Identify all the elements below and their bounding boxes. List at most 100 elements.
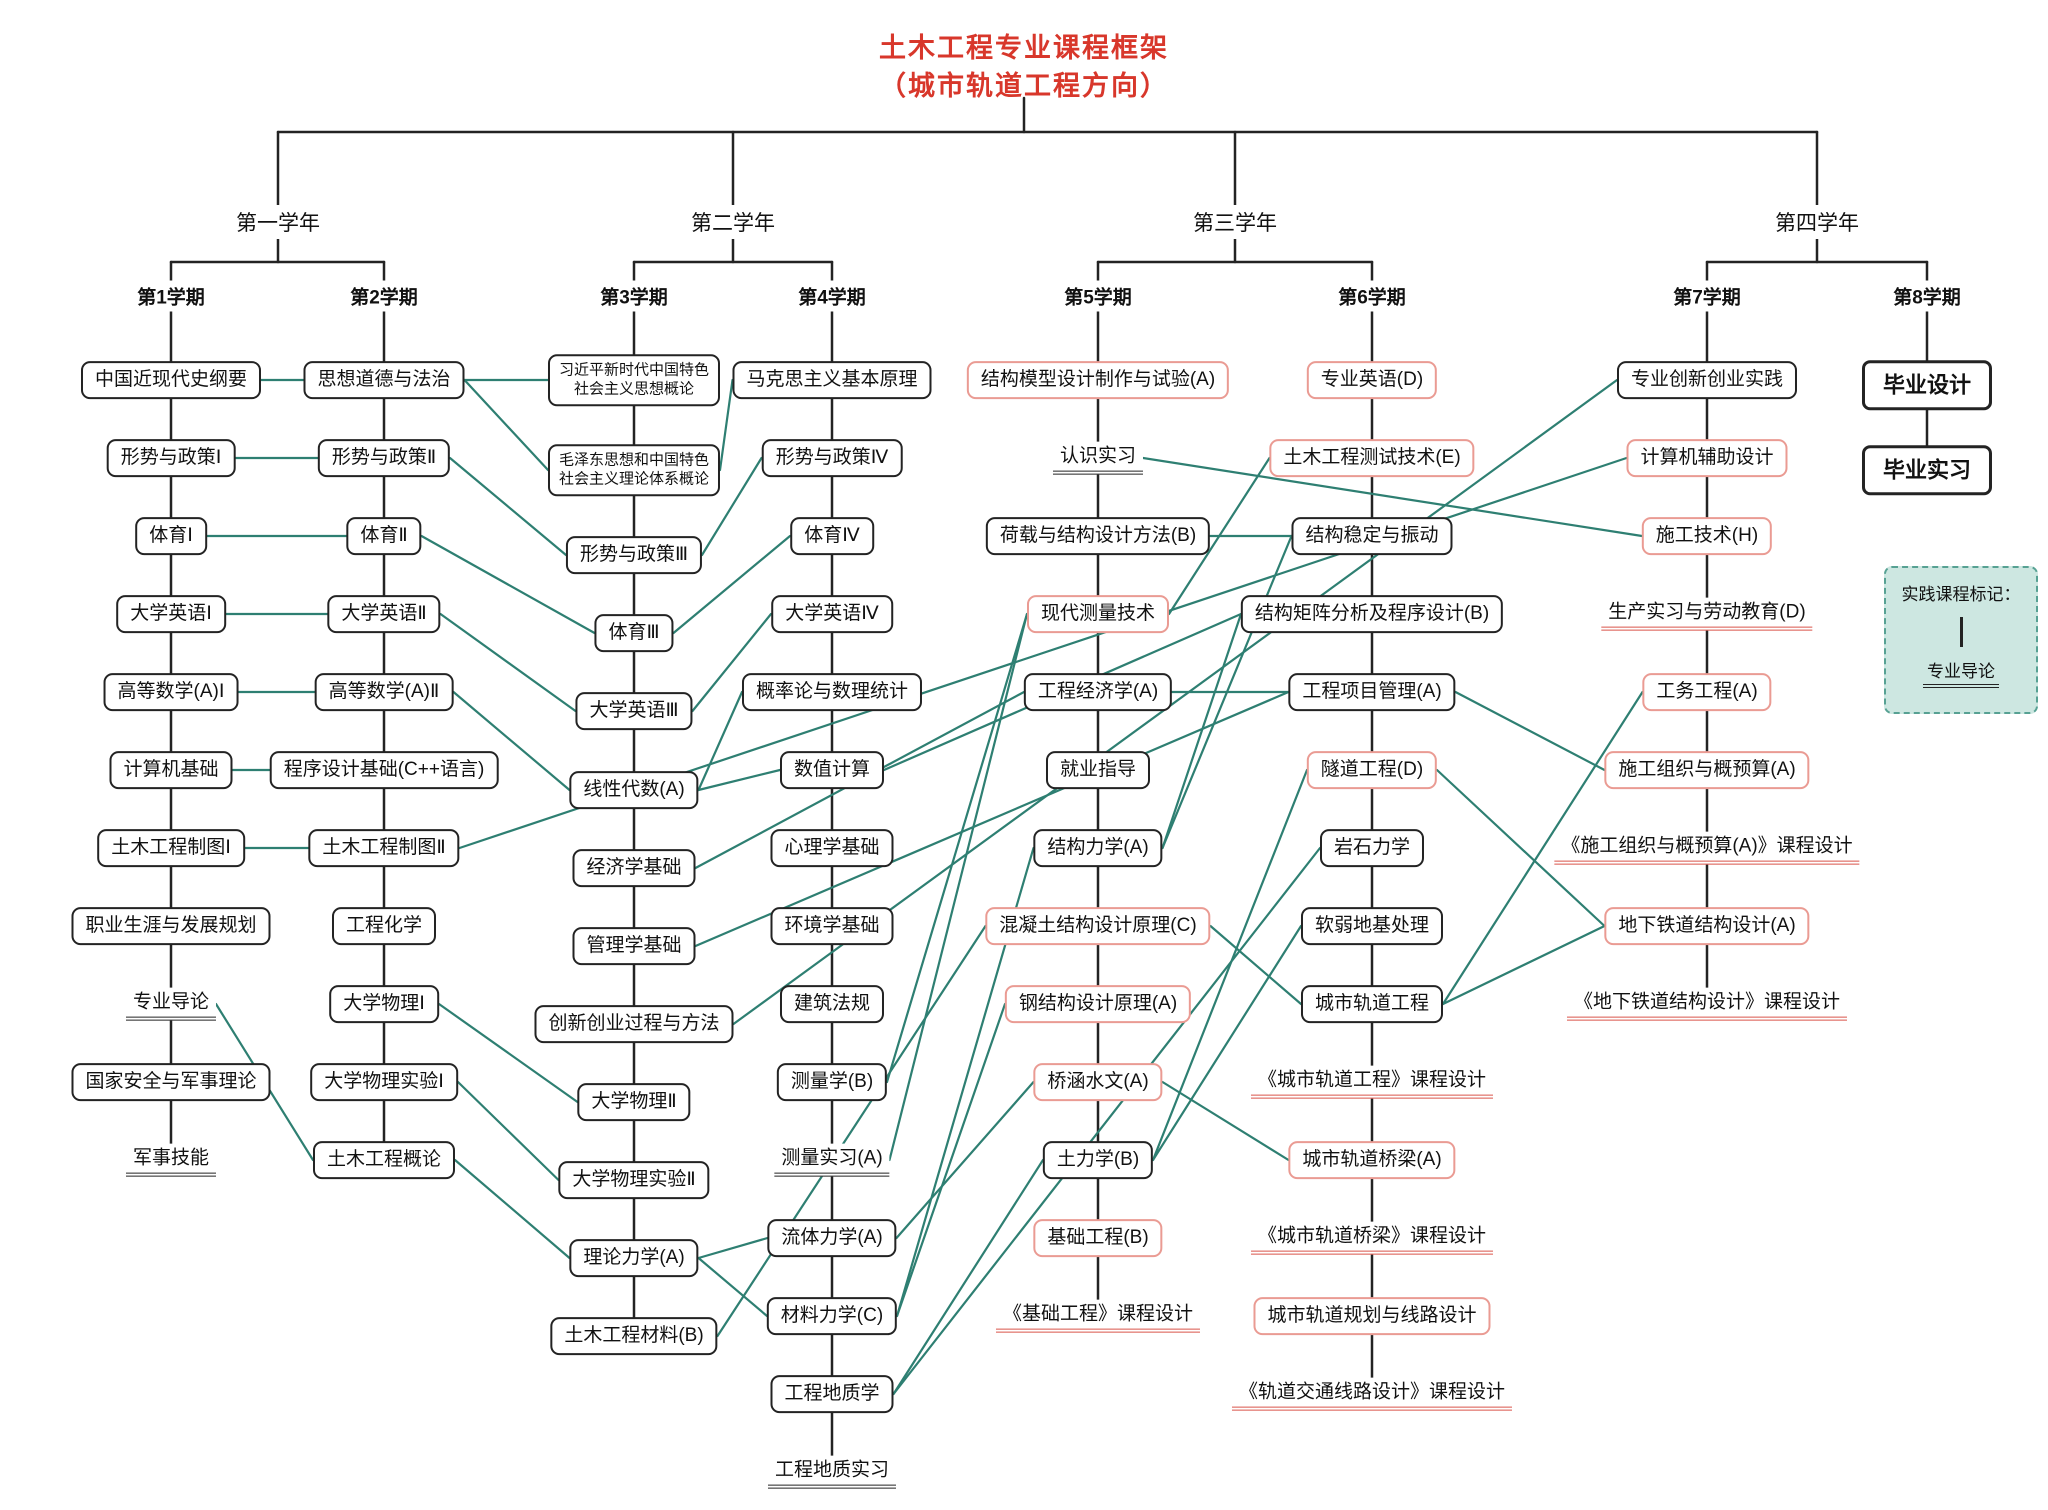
- course-node: 大学物理实验Ⅱ: [558, 1161, 710, 1199]
- course-node: 《城市轨道桥梁》课程设计: [1250, 1221, 1494, 1255]
- course-node: 城市轨道规划与线路设计: [1253, 1297, 1491, 1335]
- prerequisite-edge: [694, 690, 1290, 948]
- course-node: 计算机基础: [109, 751, 233, 789]
- prerequisite-edge: [892, 1158, 1045, 1396]
- course-node: 程序设计基础(C++语言): [269, 751, 499, 789]
- prerequisite-edge: [448, 456, 568, 557]
- course-node: 大学英语Ⅲ: [575, 692, 693, 730]
- prerequisite-edge: [888, 612, 1029, 1162]
- course-node: 专业导论: [125, 987, 217, 1021]
- semester-label-6: 第6学期: [1328, 280, 1416, 312]
- course-node: 土力学(B): [1042, 1141, 1154, 1179]
- course-node: 桥涵水文(A): [1033, 1063, 1163, 1101]
- course-node: 形势与政策Ⅱ: [317, 439, 451, 477]
- course-node: 高等数学(A)Ⅰ: [103, 673, 239, 711]
- course-node: 结构模型设计制作与试验(A): [966, 361, 1230, 399]
- course-node: 习近平新时代中国特色 社会主义思想概论: [547, 354, 721, 406]
- course-node: 经济学基础: [572, 849, 696, 887]
- course-node: 心理学基础: [770, 829, 894, 867]
- course-node: 大学英语Ⅱ: [327, 595, 441, 633]
- course-node: 职业生涯与发展规划: [71, 907, 271, 945]
- course-node: 城市轨道工程: [1300, 985, 1444, 1023]
- course-node: 材料力学(C): [766, 1297, 898, 1335]
- course-node: 计算机辅助设计: [1626, 439, 1788, 477]
- course-node: 测量实习(A): [774, 1143, 890, 1177]
- course-node: 软弱地基处理: [1300, 907, 1444, 945]
- course-node: 体育Ⅱ: [346, 517, 422, 555]
- course-node: 大学物理Ⅰ: [329, 985, 439, 1023]
- course-node: 中国近现代史纲要: [80, 361, 262, 399]
- course-node: 线性代数(A): [569, 771, 699, 809]
- prerequisite-edge: [892, 846, 1322, 1396]
- prerequisite-edge: [452, 690, 571, 792]
- year-label-2: 第二学年: [681, 205, 785, 239]
- course-node: 建筑法规: [779, 985, 885, 1023]
- course-node: 大学物理实验Ⅰ: [310, 1063, 458, 1101]
- course-node: 形势与政策Ⅲ: [565, 536, 703, 574]
- course-node: 体育Ⅳ: [790, 517, 874, 555]
- course-node: 土木工程制图Ⅱ: [308, 829, 460, 867]
- prerequisite-edge: [437, 1002, 579, 1104]
- course-node: 《轨道交通线路设计》课程设计: [1231, 1377, 1513, 1411]
- course-node: 就业指导: [1045, 751, 1151, 789]
- course-node: 岩石力学: [1319, 829, 1425, 867]
- course-node: 大学英语Ⅳ: [771, 595, 893, 633]
- prerequisite-edge: [456, 1080, 560, 1182]
- course-node: 工程地质学: [770, 1375, 894, 1413]
- prerequisite-edge: [1435, 768, 1606, 928]
- prerequisite-edge: [895, 1080, 1035, 1240]
- course-node: 军事技能: [125, 1143, 217, 1177]
- course-node: 《施工组织与概预算(A)》课程设计: [1554, 831, 1860, 865]
- course-node: 钢结构设计原理(A): [1004, 985, 1192, 1023]
- semester-label-4: 第4学期: [788, 280, 876, 312]
- course-node: 土木工程制图Ⅰ: [97, 829, 245, 867]
- prerequisite-edge: [439, 612, 577, 713]
- year-label-3: 第三学年: [1183, 205, 1287, 239]
- prerequisite-edge: [700, 456, 763, 557]
- prerequisite-edge: [1161, 1080, 1290, 1162]
- course-node: 结构稳定与振动: [1291, 517, 1453, 555]
- course-node: 现代测量技术: [1026, 595, 1170, 633]
- course-node: 施工技术(H): [1641, 517, 1773, 555]
- prerequisite-edge: [463, 378, 550, 472]
- course-node: 隧道工程(D): [1306, 751, 1438, 789]
- prerequisite-edge: [718, 378, 734, 472]
- course-node: 创新创业过程与方法: [534, 1005, 734, 1043]
- course-node: 土木工程材料(B): [550, 1317, 718, 1355]
- legend-connector-bar: [1959, 617, 1963, 647]
- course-node: 施工组织与概预算(A): [1604, 751, 1810, 789]
- course-node: 基础工程(B): [1033, 1219, 1163, 1257]
- course-node: 毕业实习: [1861, 445, 1993, 495]
- prerequisite-edge: [716, 924, 987, 1338]
- prerequisite-edge: [1454, 690, 1606, 772]
- course-node: 工程地质实习: [767, 1455, 897, 1489]
- course-node: 数值计算: [779, 751, 885, 789]
- course-node: 《城市轨道工程》课程设计: [1250, 1065, 1494, 1099]
- course-node: 混凝土结构设计原理(C): [985, 907, 1211, 945]
- course-node: 体育Ⅲ: [594, 614, 674, 652]
- course-node: 国家安全与军事理论: [71, 1063, 271, 1101]
- prerequisite-edge: [697, 690, 744, 792]
- course-node: 流体力学(A): [767, 1219, 897, 1257]
- prerequisite-edge: [453, 1158, 571, 1260]
- course-node: 体育Ⅰ: [135, 517, 207, 555]
- course-node: 概率论与数理统计: [741, 673, 923, 711]
- course-node: 思想道德与法治: [303, 361, 465, 399]
- course-node: 专业创新创业实践: [1616, 361, 1798, 399]
- course-node: 土木工程测试技术(E): [1269, 439, 1475, 477]
- course-node: 土木工程概论: [312, 1141, 456, 1179]
- course-node: 环境学基础: [770, 907, 894, 945]
- prerequisite-edge: [697, 1256, 769, 1318]
- course-node: 管理学基础: [572, 927, 696, 965]
- prerequisite-edge: [697, 768, 782, 792]
- course-node: 认识实习: [1052, 441, 1144, 475]
- course-node: 理论力学(A): [569, 1239, 699, 1277]
- prerequisite-edge: [885, 612, 1029, 1084]
- diagram-title-line1: 土木工程专业课程框架: [879, 33, 1169, 63]
- semester-label-1: 第1学期: [127, 280, 215, 312]
- course-node: 毕业设计: [1861, 360, 1993, 410]
- course-node: 城市轨道桥梁(A): [1288, 1141, 1456, 1179]
- course-node: 高等数学(A)Ⅱ: [314, 673, 454, 711]
- course-node: 大学物理Ⅱ: [577, 1083, 691, 1121]
